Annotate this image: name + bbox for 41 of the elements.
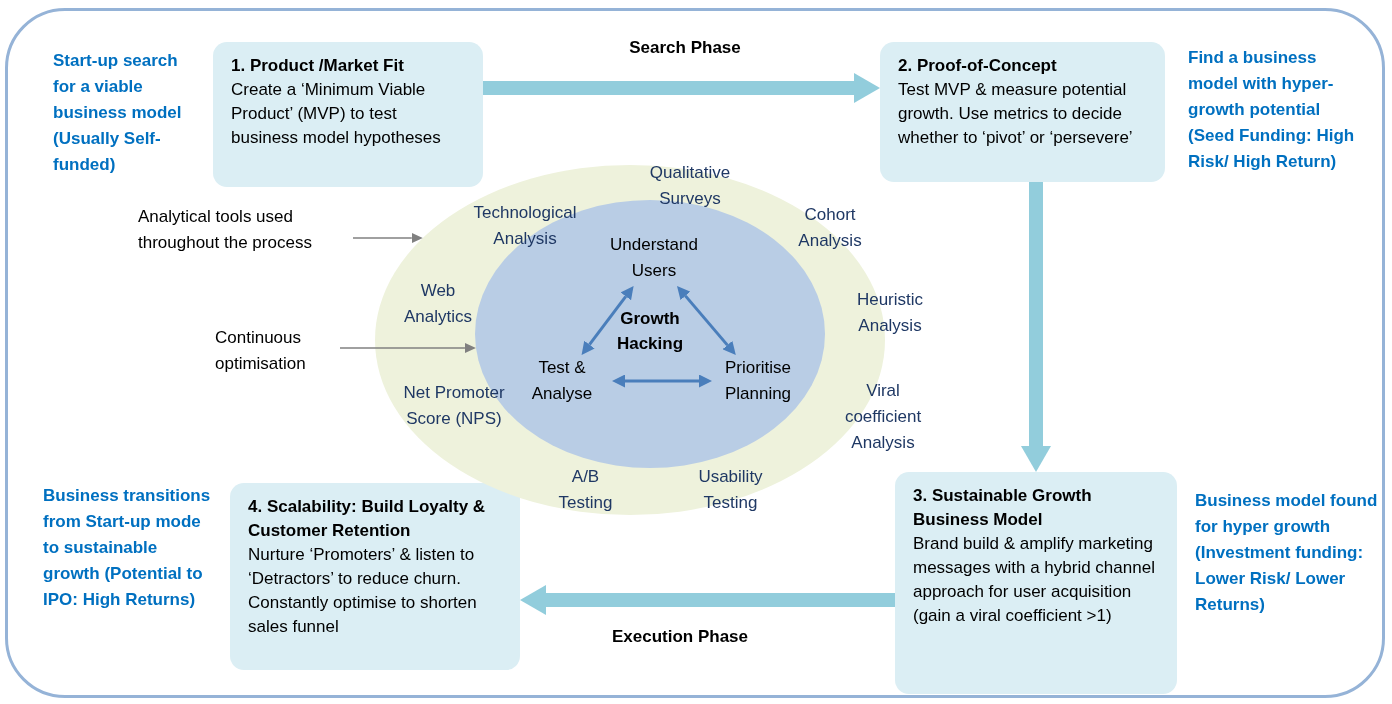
double-arrow xyxy=(677,286,736,355)
arrow xyxy=(520,585,895,615)
arrow xyxy=(1021,182,1051,472)
process-box xyxy=(880,42,1165,182)
tool-label: Technological Analysis xyxy=(472,202,578,250)
tool-label: Web Analytics xyxy=(403,280,473,328)
node-label: Understand Users xyxy=(598,232,710,286)
process-box xyxy=(895,472,1177,694)
node-label: Test & Analyse xyxy=(512,355,612,407)
tool-label: A/B Testing xyxy=(557,466,614,514)
side-note: Business model found for hyper growth (Investment funding: Lower Risk/ Lower Returns) xyxy=(1195,490,1379,616)
tool-label: Net Promoter Score (NPS) xyxy=(402,382,506,430)
process-box xyxy=(213,42,483,187)
box-title: 2. Proof-of-Concept xyxy=(898,55,1058,77)
box-title: 3. Sustainable Growth Business Model xyxy=(913,485,1093,531)
tool-label: Heuristic Analysis xyxy=(855,289,925,337)
arrow xyxy=(352,233,423,243)
edge-label: Search Phase xyxy=(628,38,742,58)
node-label: Continuous optimisation xyxy=(215,325,340,377)
double-arrow xyxy=(581,286,634,355)
box-title: 1. Product /Market Fit xyxy=(231,55,405,77)
tool-label: Qualitative Surveys xyxy=(648,162,732,210)
side-note: Business transitions from Start-up mode to sustainable growth (Potential to IPO: High Returns) xyxy=(43,485,212,611)
box-text: Nurture ‘Promoters’ & listen to ‘Detractors’ to reduce churn. Constantly optimise to shorten sales funnel xyxy=(248,544,478,638)
arrow xyxy=(339,343,476,353)
tool-label: Viral coefficient Analysis xyxy=(843,380,923,454)
edge-label: Execution Phase xyxy=(610,627,750,647)
box-text: Create a ‘Minimum Viable Product’ (MVP) to test business model hypotheses xyxy=(231,79,442,149)
box-text: Test MVP & measure potential growth. Use metrics to decide whether to ‘pivot’ or ‘persevere’ xyxy=(898,79,1134,149)
arrow xyxy=(483,73,880,103)
side-note: Find a business model with hyper-growth potential (Seed Funding: High Risk/ High Return) xyxy=(1188,47,1356,173)
side-note: Start-up search for a viable business model (Usually Self-funded) xyxy=(53,50,183,176)
double-arrow xyxy=(612,374,712,388)
tool-label: Cohort Analysis xyxy=(797,204,863,252)
tool-label: Usability Testing xyxy=(697,466,764,514)
process-box xyxy=(230,483,520,670)
box-title: 4. Scalability: Build Loyalty & Customer Retention xyxy=(248,496,487,542)
center-title: Growth Hacking xyxy=(615,308,685,355)
node-label: Prioritise Planning xyxy=(712,355,804,407)
box-text: Brand build & amplify marketing messages with a hybrid channel approach for user acquisition (gain a viral coefficient >1) xyxy=(913,533,1156,627)
node-label: Analytical tools used throughout the process xyxy=(138,204,353,256)
